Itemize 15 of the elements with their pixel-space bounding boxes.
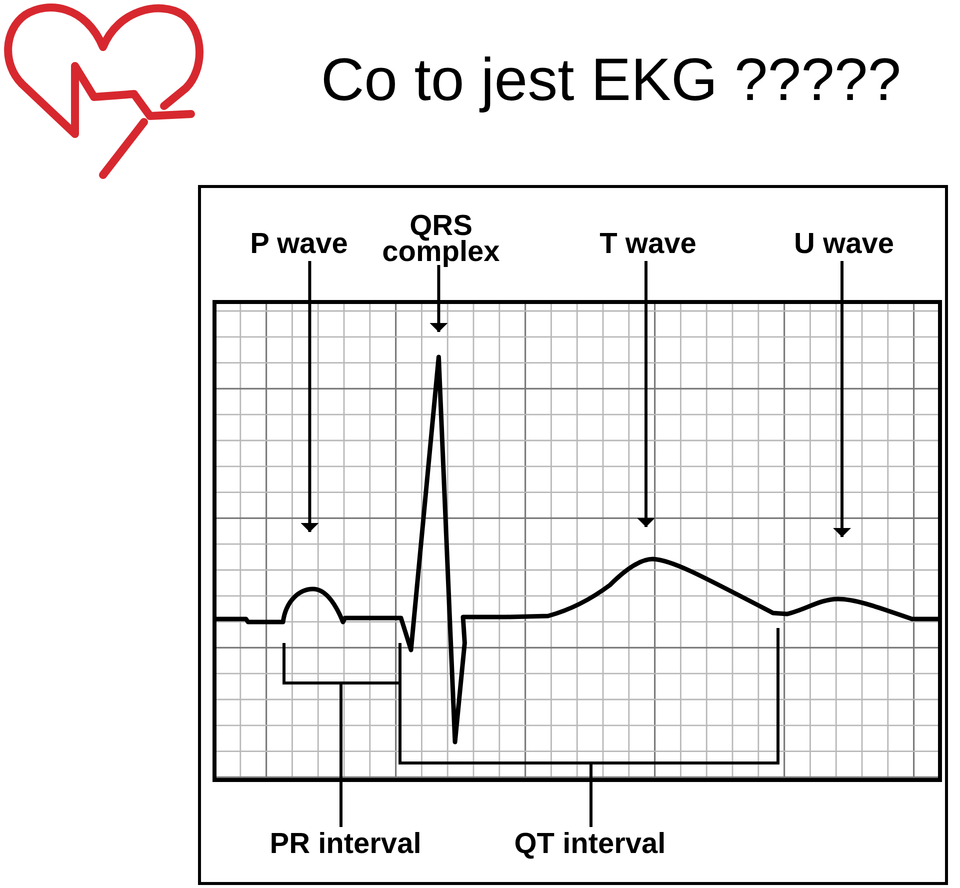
title: Co to jest EKG ????? xyxy=(320,50,902,110)
leader-arrow xyxy=(833,261,851,537)
leader-line xyxy=(590,763,592,827)
wave-label: T wave xyxy=(600,227,696,261)
interval-label: PR interval xyxy=(270,827,422,861)
leader-arrow xyxy=(300,261,319,532)
interval-bracket xyxy=(282,643,400,684)
leader-line xyxy=(340,683,342,827)
interval-bracket xyxy=(398,628,780,764)
wave-label: U wave xyxy=(794,227,894,261)
leader-arrow xyxy=(637,261,655,527)
interval-label: QT interval xyxy=(514,827,666,861)
leader-arrow xyxy=(430,265,448,332)
wave-label: QRS complex xyxy=(378,213,504,265)
wave-label: P wave xyxy=(250,227,348,261)
